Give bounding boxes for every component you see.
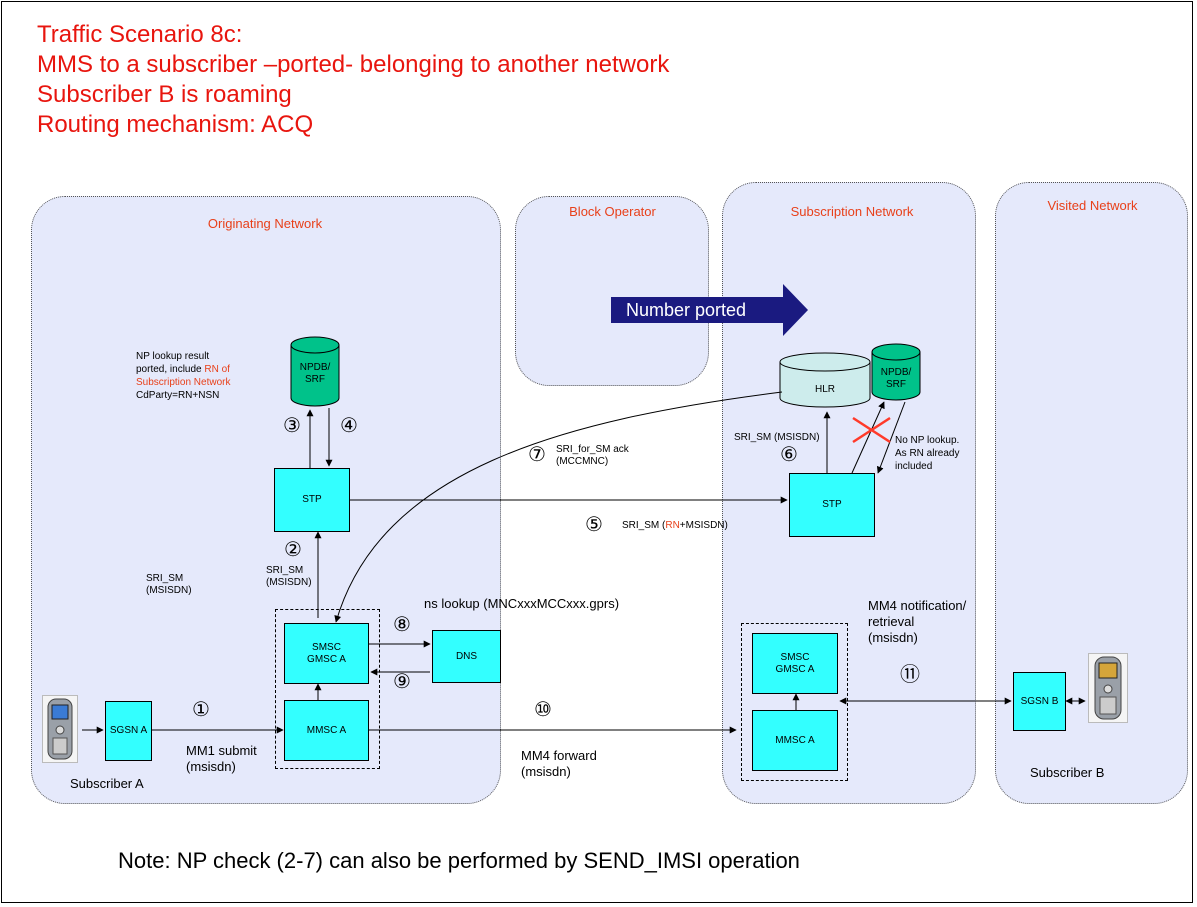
step-4: ④ [340, 415, 358, 437]
label-no-np-lookup: No NP lookup. As RN already included [895, 435, 960, 472]
step-7: ⑦ [528, 444, 546, 466]
label-ns-lookup: ns lookup (MNCxxxMCCxxx.gprs) [424, 596, 620, 611]
step-1: ① [192, 699, 210, 721]
label-sri-sm-rn: SRI_SM (RN+MSISDN) [622, 520, 728, 532]
hlr-cylinder [779, 352, 871, 408]
label-sri-sm-left: SRI_SM (MSISDN) [146, 573, 192, 596]
handset-a-graphic [47, 698, 73, 760]
step-6: ⑥ [780, 444, 798, 466]
sgsn-b: SGSN B [1013, 672, 1066, 731]
dns-server: DNS [432, 630, 501, 683]
smsc-gmsc-right: SMSC GMSC A [752, 633, 838, 694]
mmsc-right: MMSC A [752, 710, 838, 771]
region-label-originating: Originating Network [207, 216, 323, 231]
phone-subscriber-b-icon [1088, 653, 1128, 723]
stp-left: STP [274, 468, 350, 532]
handset-b-graphic [1094, 656, 1122, 720]
smsc-gmsc-left: SMSC GMSC A [284, 623, 369, 684]
region-label-visited: Visited Network [1047, 198, 1138, 213]
np-result-line-1: NP lookup result [136, 351, 210, 362]
smsc-right-label: SMSC GMSC A [775, 651, 815, 675]
smsc-left-label: SMSC GMSC A [307, 641, 346, 665]
step-10: ⑩ [534, 699, 552, 721]
region-label-block: Block Operator [569, 204, 656, 219]
label-mm4-notification: MM4 notification/ retrieval (msisdn) [868, 598, 967, 645]
title-line-4: Routing mechanism: ACQ [37, 111, 314, 138]
number-ported-label: Number ported [626, 300, 747, 320]
region-label-subscription: Subscription Network [790, 204, 914, 219]
step-11: ⑪ [900, 664, 920, 686]
np-result-line-4: CdParty=RN+NSN [136, 390, 220, 401]
label-sri-sm-right: SRI_SM (MSISDN) [734, 432, 820, 443]
phone-subscriber-a-icon [42, 695, 78, 763]
title-line-3: Subscriber B is roaming [37, 81, 292, 108]
stp-left-label: STP [302, 494, 322, 505]
number-ported-banner [611, 284, 808, 336]
title-line-1: Traffic Scenario 8c: [37, 21, 243, 48]
title-line-2: MMS to a subscriber –ported- belonging t… [37, 51, 670, 78]
step-5: ⑤ [585, 514, 603, 536]
sgsn-a: SGSN A [105, 701, 152, 761]
npdb-left-label: NPDB/ SRF [299, 362, 331, 385]
label-mm4-forward: MM4 forward (msisdn) [521, 748, 597, 779]
sgsn-b-label: SGSN B [1020, 695, 1059, 707]
step-9: ⑨ [393, 671, 411, 693]
sri-sm-rn-post: +MSISDN) [679, 520, 728, 531]
dns-label: DNS [455, 650, 478, 662]
hlr-label: HLR [814, 384, 835, 395]
slide-title: Traffic Scenario 8c: MMS to a subscriber… [37, 20, 669, 140]
stp-right-label: STP [822, 499, 842, 510]
sgsn-a-label: SGSN A [109, 725, 148, 736]
region-block-operator [515, 196, 709, 386]
npdb-right-label: NPDB/ SRF [880, 367, 912, 390]
label-mm1-submit: MM1 submit (msisdn) [186, 743, 257, 774]
label-sri-sm-step2: SRI_SM (MSISDN) [266, 565, 312, 588]
npdb-right-cylinder [871, 343, 921, 401]
subscriber-a-label: Subscriber A [70, 776, 144, 791]
mmsc-left: MMSC A [284, 700, 369, 761]
np-result-line-2: ported, include RN of [136, 363, 230, 376]
step-8: ⑧ [393, 614, 411, 636]
stp-right: STP [789, 473, 875, 537]
label-sri-for-sm-ack: SRI_for_SM ack (MCCMNC) [556, 444, 629, 467]
np-result-line-2-pre: ported, include [136, 364, 205, 375]
np-result-line-3: Subscription Network [136, 377, 231, 388]
mmsc-right-label: MMSC A [775, 734, 815, 746]
subscriber-b-label: Subscriber B [1030, 765, 1105, 780]
sri-sm-rn-red: RN [665, 520, 680, 531]
core-group-left [275, 609, 380, 769]
np-result-line-2-red: RN of [204, 364, 230, 375]
npdb-left-cylinder [290, 336, 340, 407]
step-3: ③ [283, 415, 301, 437]
mmsc-left-label: MMSC A [306, 724, 347, 736]
footnote: Note: NP check (2-7) can also be perform… [118, 848, 800, 873]
np-lookup-result: NP lookup result ported, include RN of S… [136, 350, 230, 402]
core-group-right [741, 623, 848, 781]
step-2: ② [284, 539, 302, 561]
sri-sm-rn-pre: SRI_SM ( [622, 520, 666, 531]
